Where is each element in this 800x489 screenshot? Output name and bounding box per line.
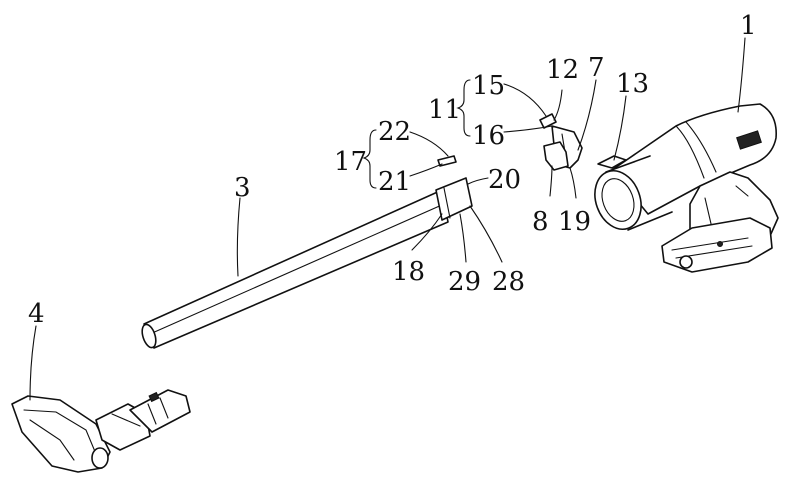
leader-13 bbox=[613, 95, 627, 161]
leader-4 bbox=[29, 325, 37, 401]
label-16: 16 bbox=[472, 121, 505, 151]
label-13: 13 bbox=[616, 69, 649, 99]
label-12: 12 bbox=[546, 55, 579, 85]
label-4: 4 bbox=[28, 299, 45, 329]
label-22: 22 bbox=[378, 117, 411, 147]
label-11: 11 bbox=[428, 95, 461, 125]
label-7: 7 bbox=[588, 53, 605, 83]
reference-numerals: 1 3 4 7 12 13 11 15 16 8 19 17 22 21 20 … bbox=[28, 11, 757, 329]
label-21: 21 bbox=[378, 167, 411, 197]
label-29: 29 bbox=[448, 267, 481, 297]
label-17: 17 bbox=[334, 147, 367, 177]
leader-29 bbox=[459, 213, 467, 263]
extension-tube bbox=[141, 155, 473, 349]
connector-assembly bbox=[539, 113, 627, 171]
leader-8 bbox=[549, 165, 553, 197]
floor-brush-head bbox=[11, 389, 191, 473]
label-19: 19 bbox=[558, 207, 591, 237]
label-3: 3 bbox=[234, 173, 251, 203]
leader-15 bbox=[503, 83, 547, 117]
brace-17 bbox=[362, 129, 377, 189]
leader-28 bbox=[469, 205, 503, 263]
label-1: 1 bbox=[740, 11, 757, 41]
leader-16 bbox=[503, 125, 553, 133]
label-8: 8 bbox=[532, 207, 549, 237]
label-18: 18 bbox=[392, 257, 425, 287]
label-28: 28 bbox=[492, 267, 525, 297]
leader-7 bbox=[577, 79, 597, 151]
leader-18 bbox=[411, 213, 443, 251]
leader-22 bbox=[409, 131, 449, 157]
leader-3 bbox=[236, 197, 241, 277]
leader-12 bbox=[553, 89, 563, 121]
leader-20 bbox=[467, 177, 489, 185]
label-20: 20 bbox=[488, 165, 521, 195]
vent-grille bbox=[736, 130, 762, 150]
leader-19 bbox=[569, 167, 577, 199]
label-15: 15 bbox=[472, 71, 505, 101]
leader-1 bbox=[737, 37, 746, 113]
leader-21 bbox=[409, 163, 443, 177]
brace-11 bbox=[456, 79, 471, 137]
main-body-unit bbox=[594, 103, 779, 273]
leader-lines bbox=[29, 37, 746, 401]
